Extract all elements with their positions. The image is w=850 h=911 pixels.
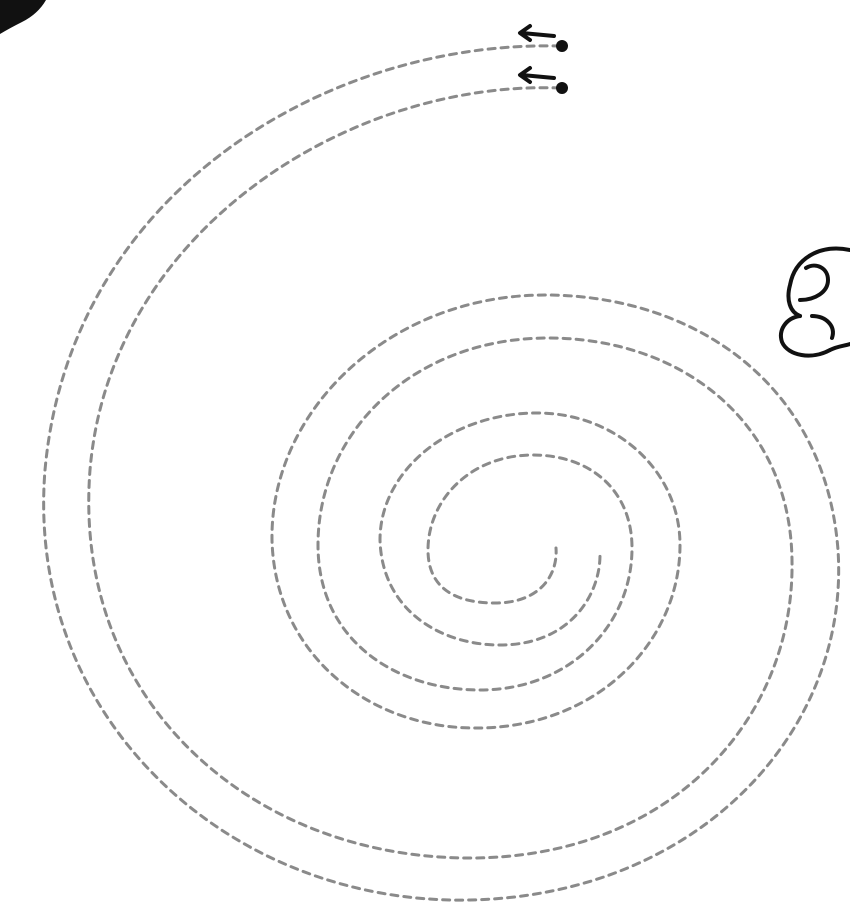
- start-dot-outer: [556, 40, 568, 52]
- cloud-sketch: [781, 249, 850, 356]
- start-dot-inner: [556, 82, 568, 94]
- corner-mark: [0, 0, 46, 34]
- direction-arrow-outer: [520, 26, 554, 40]
- spiral-trace-outer: [44, 46, 839, 900]
- spiral-trace-inner: [89, 88, 792, 858]
- direction-arrow-inner: [520, 68, 554, 82]
